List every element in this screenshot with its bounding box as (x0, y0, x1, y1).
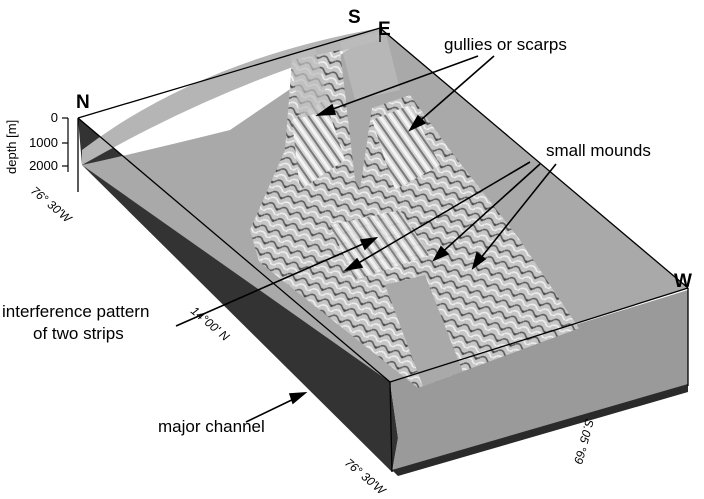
arrowhead-major-channel (288, 392, 308, 405)
label-gullies: gullies or scarps (444, 35, 567, 54)
block-front-dark-strip (392, 384, 688, 476)
arrow-interference (175, 239, 373, 327)
arrow-mounds-2 (437, 163, 541, 257)
faint-track-left (290, 48, 330, 118)
block-front-side (390, 290, 688, 472)
depth-tick-0: 0 (51, 110, 58, 125)
frame-back-right-edge (379, 27, 689, 289)
arrow-mounds-1 (349, 161, 531, 269)
direction-east: E (378, 19, 391, 40)
depth-tick-2000: 2000 (29, 158, 58, 173)
swath-gap (385, 275, 470, 388)
arrowhead-gullies-left (315, 103, 337, 116)
arrow-gullies-right (413, 55, 495, 127)
label-interference-1: interference pattern (2, 302, 149, 321)
arrow-gullies-left (321, 55, 479, 114)
arrowhead-mounds-3 (471, 251, 487, 271)
direction-west: W (674, 271, 692, 292)
arrow-mounds-3 (475, 163, 557, 265)
gully-ripples-left (292, 100, 345, 190)
frame-front-right-edge (389, 287, 689, 383)
frame-front-vertical-left (389, 381, 393, 473)
arrow-major-channel (245, 395, 301, 423)
depth-tick-1000: 1000 (29, 135, 58, 150)
arrowhead-mounds-2 (432, 245, 450, 262)
arrowhead-interference (359, 236, 379, 251)
label-interference-2: of two strips (33, 324, 124, 343)
faint-track-right (340, 30, 400, 100)
depth-axis-title: depth [m] (4, 120, 19, 174)
arrowhead-mounds-1 (343, 257, 364, 272)
direction-south: S (348, 7, 361, 28)
frame-back-left-edge (77, 27, 381, 119)
label-major-channel: major channel (158, 417, 265, 436)
label-small-mounds: small mounds (546, 141, 651, 160)
coord-lon-top: 76° 30'W (28, 184, 75, 227)
gully-ripples-right (372, 105, 440, 190)
frame-left-edge (77, 117, 391, 383)
arrowhead-gullies-right (408, 114, 427, 132)
coord-lat-mid: 14°00' N (188, 304, 232, 344)
direction-north: N (76, 92, 90, 113)
depth-axis: 0 1000 2000 depth [m] (4, 110, 69, 174)
